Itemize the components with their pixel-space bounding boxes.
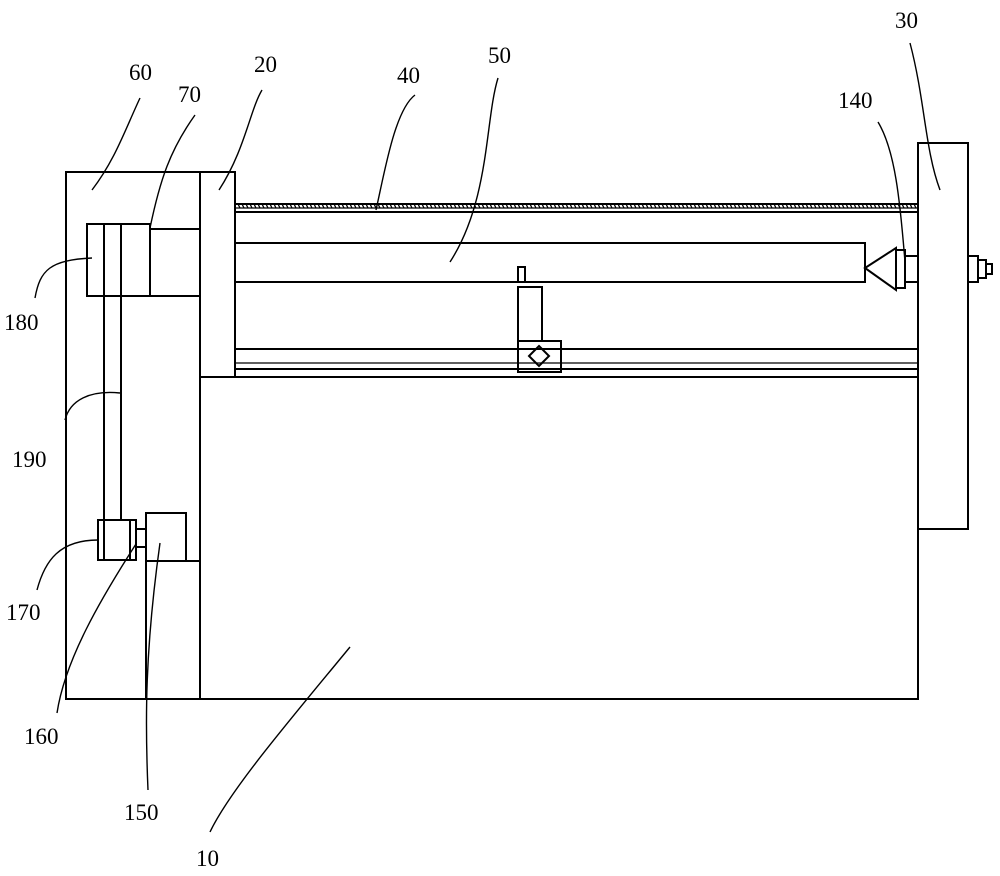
label-30: 30 — [895, 8, 918, 33]
label-170: 170 — [6, 600, 41, 625]
label-40: 40 — [397, 63, 420, 88]
motor-shaft-part — [135, 528, 147, 548]
base-part — [199, 376, 919, 700]
motor-part — [145, 512, 187, 562]
label-150: 150 — [124, 800, 159, 825]
lower-rail-part — [235, 348, 918, 370]
driven-pulley-part — [86, 223, 151, 297]
label-160: 160 — [24, 724, 59, 749]
callout-labels: 10 20 30 40 50 60 70 140 150 160 170 180… — [4, 8, 918, 871]
label-180: 180 — [4, 310, 39, 335]
roller-part — [234, 242, 866, 283]
center-tip-part — [863, 246, 919, 292]
label-50: 50 — [488, 43, 511, 68]
label-70: 70 — [178, 82, 201, 107]
bearing-housing-part — [149, 228, 201, 297]
left-support-part — [199, 171, 236, 378]
right-support-part — [917, 142, 969, 530]
leader-lines — [34, 42, 941, 833]
label-10: 10 — [196, 846, 219, 871]
label-60: 60 — [129, 60, 152, 85]
label-20: 20 — [254, 52, 277, 77]
right-shaft-part — [967, 255, 993, 283]
side-frame-part — [65, 171, 201, 700]
label-190: 190 — [12, 447, 47, 472]
guide-rail-part — [235, 203, 918, 213]
sliding-block-part — [517, 266, 562, 373]
label-140: 140 — [838, 88, 873, 113]
belt-part — [103, 296, 122, 520]
